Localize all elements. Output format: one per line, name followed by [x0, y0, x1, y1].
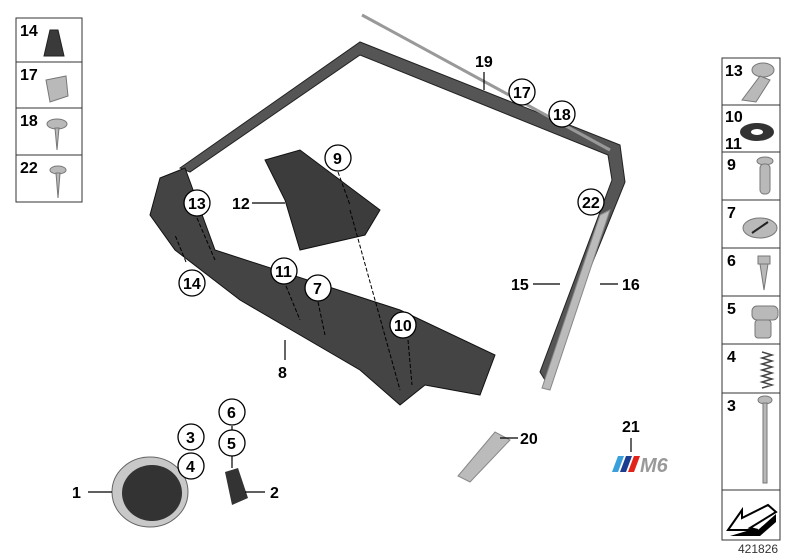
callout-2: 2: [270, 485, 279, 502]
panel-label-4: 4: [727, 349, 736, 366]
arrow-shadow-icon: [730, 514, 776, 536]
view-direction-arrow-icon: [726, 503, 778, 531]
panel-cell-22: [15, 154, 83, 203]
callout-14: 14: [183, 276, 201, 293]
kidney-grille-slats: [122, 465, 182, 521]
windshield-seal-19: [178, 41, 626, 382]
clip-nut-icon: [45, 75, 69, 103]
hex-bolt-head-icon: [757, 255, 771, 265]
cover-12: [264, 149, 381, 251]
panel-label-17: 17: [20, 67, 38, 84]
panel-cell-18: [15, 107, 83, 156]
diagram-id: 421826: [738, 542, 778, 556]
badge-text: M6: [640, 455, 669, 477]
right-parts-panel: 13 10 11 9 7 6 5 4 3 421826: [721, 57, 781, 556]
bracket-2: [225, 468, 248, 505]
rivet-body-icon: [759, 163, 771, 195]
callout-15: 15: [511, 277, 529, 294]
callout-22: 22: [582, 195, 600, 212]
callout-3: 3: [186, 430, 195, 447]
side-marker-20: [457, 431, 511, 483]
pin-shaft-icon: [762, 402, 768, 484]
panel-label-6: 6: [727, 253, 736, 270]
clip-13-foot-icon: [741, 75, 771, 103]
cap-slot-icon: [751, 221, 769, 234]
callout-13: 13: [188, 196, 206, 213]
panel-label-11: 11: [725, 136, 742, 153]
trim-strip-17-18: [361, 13, 611, 152]
panel-label-5: 5: [727, 301, 736, 318]
callouts: 1 2 3 4 5 6 7 8 9 10 11 12 13 14 15 16 1…: [72, 54, 640, 502]
panel-label-9: 9: [727, 157, 736, 174]
callout-8: 8: [278, 365, 287, 382]
mount-body-icon: [754, 319, 772, 339]
callout-6: 6: [227, 405, 236, 422]
mount-bracket-icon: [751, 305, 779, 321]
spring-icon: [759, 351, 775, 389]
leader-lines: [88, 72, 632, 493]
callout-9: 9: [333, 151, 342, 168]
callout-5: 5: [227, 436, 236, 453]
callout-1: 1: [72, 485, 81, 502]
callout-17: 17: [513, 85, 531, 102]
m6-badge: M6: [612, 455, 669, 477]
trim-strip-16: [541, 209, 611, 391]
callout-19: 19: [475, 54, 493, 71]
panel-label-18: 18: [20, 113, 38, 130]
callout-7: 7: [313, 281, 322, 298]
callout-20: 20: [520, 431, 538, 448]
panel-label-3: 3: [727, 398, 736, 415]
washer-hole-icon: [751, 129, 763, 135]
callout-4: 4: [186, 459, 195, 476]
panel-label-7: 7: [727, 205, 736, 222]
panel-cell-3: [721, 392, 781, 491]
panel-label-22: 22: [20, 160, 38, 177]
callout-11: 11: [275, 264, 292, 281]
callout-10: 10: [394, 318, 412, 335]
left-parts-panel: 14 17 18 22: [15, 17, 83, 203]
callout-18: 18: [553, 107, 571, 124]
callout-21: 21: [622, 419, 640, 436]
panel-label-14: 14: [20, 23, 38, 40]
hex-bolt-shank-icon: [759, 263, 769, 291]
panel-label-13: 13: [725, 63, 743, 80]
panel-label-10: 10: [725, 109, 743, 126]
clip-13-icon: [751, 62, 775, 78]
rubber-buffer-icon: [43, 29, 65, 57]
callout-16: 16: [622, 277, 640, 294]
callout-12: 12: [232, 196, 250, 213]
screw-shank-icon: [54, 127, 60, 151]
screw-shank-icon: [55, 172, 61, 199]
